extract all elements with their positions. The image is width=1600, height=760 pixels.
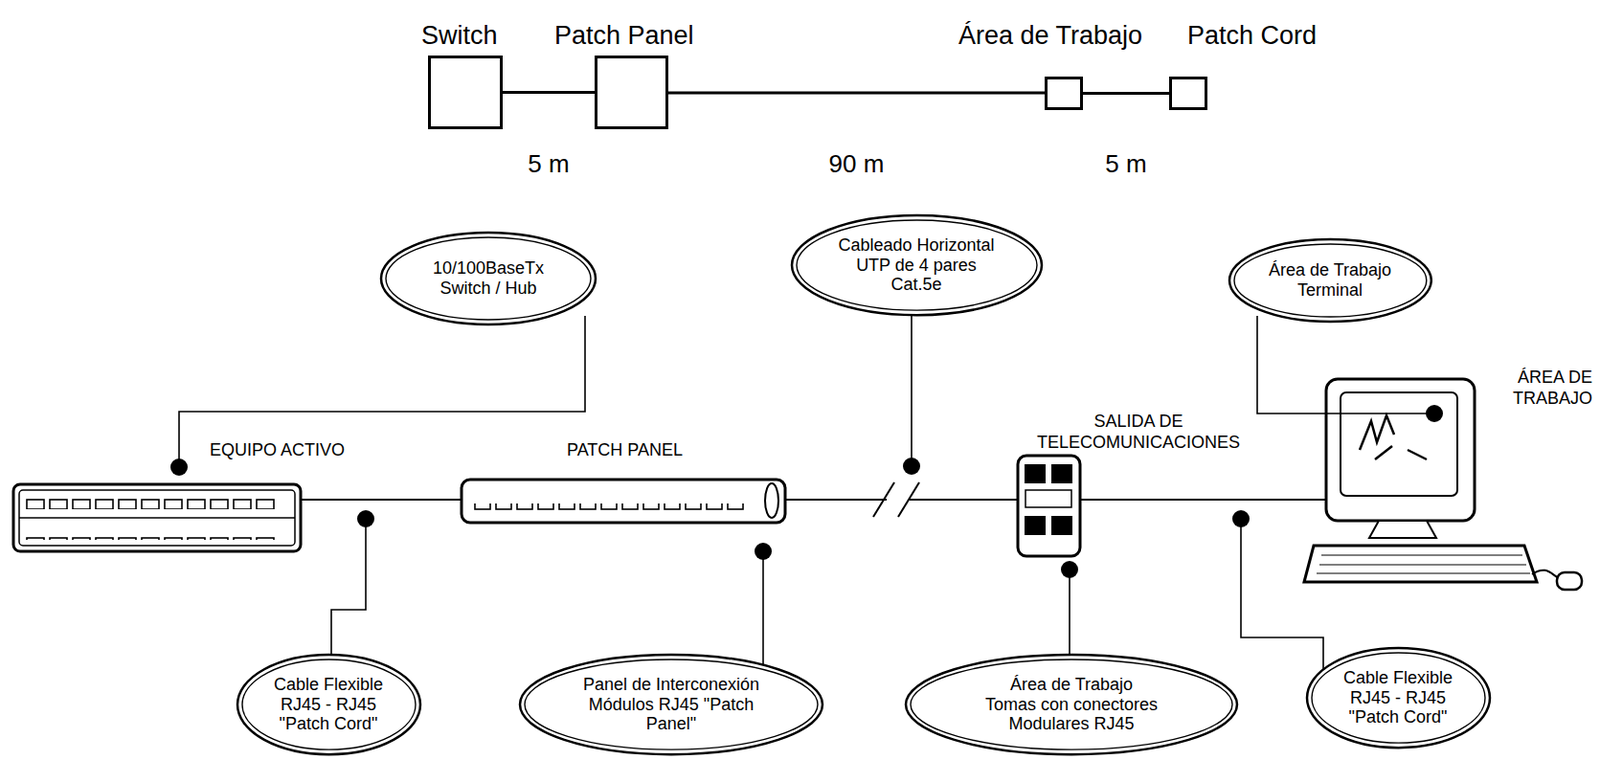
leader-line xyxy=(179,301,1435,671)
length-label: 5 m xyxy=(1104,149,1147,180)
computer xyxy=(1304,379,1582,590)
callout-oval: Cable Flexible RJ45 - RJ45 "Patch Cord" xyxy=(235,653,423,757)
callout-text: 10/100BaseTx Switch / Hub xyxy=(416,258,561,298)
callout-oval: Cableado Horizontal UTP de 4 pares Cat.5… xyxy=(789,213,1044,317)
callout-text: Cable Flexible RJ45 - RJ45 "Patch Cord" xyxy=(1338,668,1459,728)
callout-text: Área de Trabajo Terminal xyxy=(1262,260,1398,300)
switch-device xyxy=(13,484,301,552)
callout-oval: Panel de Interconexión Módulos RJ45 "Pat… xyxy=(518,653,825,757)
telecom-outlet xyxy=(1017,455,1081,557)
cable-run xyxy=(668,91,1045,95)
segment-box: Switch xyxy=(428,55,503,130)
callout-text: Cableado Horizontal UTP de 4 pares Cat.5… xyxy=(831,235,1002,295)
patch-panel-device xyxy=(461,479,786,523)
segment-box: Patch Panel xyxy=(594,55,669,130)
callout-oval: Área de Trabajo Tomas con conectores Mod… xyxy=(903,653,1240,757)
callout-oval: Área de Trabajo Terminal xyxy=(1227,237,1434,324)
device-label: ÁREA DE TRABAJO xyxy=(1477,367,1593,409)
callout-text: Área de Trabajo Tomas con conectores Mod… xyxy=(984,675,1159,735)
device-label: PATCH PANEL xyxy=(566,440,759,462)
length-label: 5 m xyxy=(527,149,569,180)
device-label: SALIDA DE TELECOMUNICACIONES xyxy=(1028,411,1249,453)
leader-dot xyxy=(170,405,1443,579)
box-heading: Área de Trabajo xyxy=(958,20,1143,51)
box-heading: Patch Cord xyxy=(1187,20,1317,51)
segment-box: Patch Cord xyxy=(1169,76,1208,111)
box-heading: Patch Panel xyxy=(554,20,695,51)
box-heading: Switch xyxy=(421,20,498,51)
cable-run xyxy=(1082,91,1170,95)
cable xyxy=(300,482,1331,518)
device-label: EQUIPO ACTIVO xyxy=(209,440,402,462)
callout-text: Cable Flexible RJ45 - RJ45 "Patch Cord" xyxy=(269,675,389,735)
segment-box: Área de Trabajo xyxy=(1044,76,1083,111)
callout-text: Panel de Interconexión Módulos RJ45 "Pat… xyxy=(578,675,766,735)
callout-oval: Cable Flexible RJ45 - RJ45 "Patch Cord" xyxy=(1305,646,1492,750)
callout-oval: 10/100BaseTx Switch / Hub xyxy=(379,230,598,327)
length-label: 90 m xyxy=(829,149,885,180)
cable-run xyxy=(502,90,595,94)
